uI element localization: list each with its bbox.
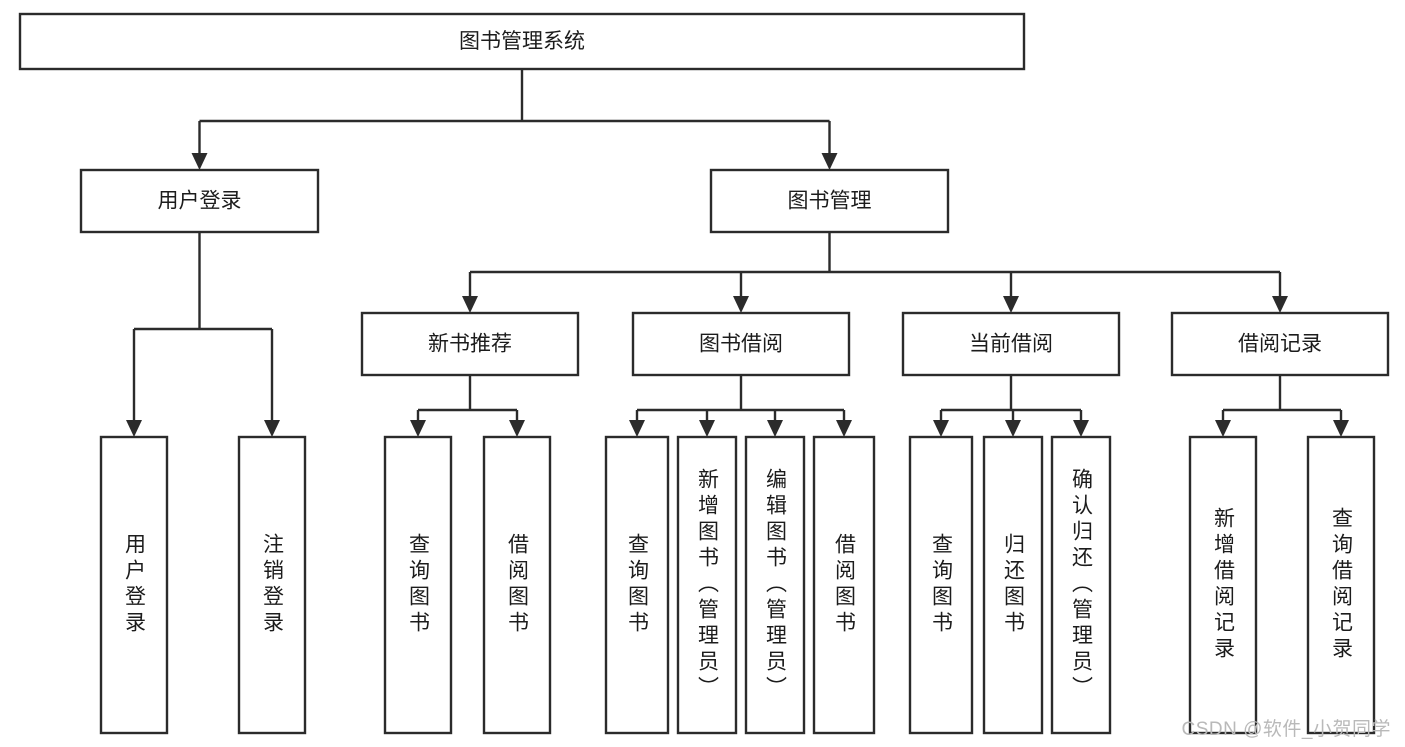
leaf-node-leaf-query-record[interactable]	[1306, 435, 1376, 735]
leaf-node-leaf-edit-book[interactable]	[744, 435, 806, 735]
node-user-login[interactable]	[79, 168, 320, 234]
leaf-node-leaf-query-book-3[interactable]	[908, 435, 974, 735]
node-root[interactable]	[18, 12, 1026, 71]
arrow-head-icon	[1073, 420, 1089, 437]
arrow-head-icon	[629, 420, 645, 437]
arrow-head-icon	[126, 420, 142, 437]
node-label-borrow-record: 借阅记录	[1238, 333, 1322, 356]
leaf-node-leaf-logout[interactable]	[237, 435, 307, 735]
leaf-node-leaf-return-book[interactable]	[982, 435, 1044, 735]
arrow-head-icon	[462, 296, 478, 313]
node-label-new-book-recommend: 新书推荐	[428, 333, 512, 356]
arrow-head-icon	[1272, 296, 1288, 313]
leaf-node-leaf-add-record[interactable]	[1188, 435, 1258, 735]
node-book-borrow[interactable]	[631, 311, 851, 377]
arrow-head-icon	[836, 420, 852, 437]
node-current-borrow[interactable]	[901, 311, 1121, 377]
node-label-user-login: 用户登录	[158, 190, 242, 213]
arrow-head-icon	[733, 296, 749, 313]
node-label-book-borrow: 图书借阅	[699, 333, 783, 356]
arrow-head-icon	[410, 420, 426, 437]
arrow-head-icon	[1215, 420, 1231, 437]
node-boxes-layer	[18, 12, 1390, 735]
leaf-node-leaf-user-login[interactable]	[99, 435, 169, 735]
node-label-book-manage: 图书管理	[788, 190, 872, 213]
arrow-head-icon	[264, 420, 280, 437]
node-new-book-recommend[interactable]	[360, 311, 580, 377]
leaf-node-leaf-add-book[interactable]	[676, 435, 738, 735]
node-label-root: 图书管理系统	[459, 30, 585, 53]
arrow-head-icon	[191, 153, 208, 170]
arrow-head-icon	[1005, 420, 1021, 437]
leaf-node-leaf-query-book-1[interactable]	[383, 435, 453, 735]
arrow-head-icon	[1333, 420, 1349, 437]
arrow-head-icon	[821, 153, 838, 170]
arrow-head-icon	[767, 420, 783, 437]
connectors-layer	[126, 69, 1349, 437]
arrow-head-icon	[509, 420, 525, 437]
node-borrow-record[interactable]	[1170, 311, 1390, 377]
leaf-node-leaf-confirm-return[interactable]	[1050, 435, 1112, 735]
arrow-head-icon	[699, 420, 715, 437]
leaf-node-leaf-borrow-book-2[interactable]	[812, 435, 876, 735]
leaf-node-leaf-query-book-2[interactable]	[604, 435, 670, 735]
leaf-node-leaf-borrow-book-1[interactable]	[482, 435, 552, 735]
arrow-head-icon	[933, 420, 949, 437]
node-book-manage[interactable]	[709, 168, 950, 234]
csdn-watermark: CSDN @软件_小贺同学	[1181, 719, 1391, 740]
arrow-head-icon	[1003, 296, 1019, 313]
node-label-current-borrow: 当前借阅	[969, 333, 1053, 356]
